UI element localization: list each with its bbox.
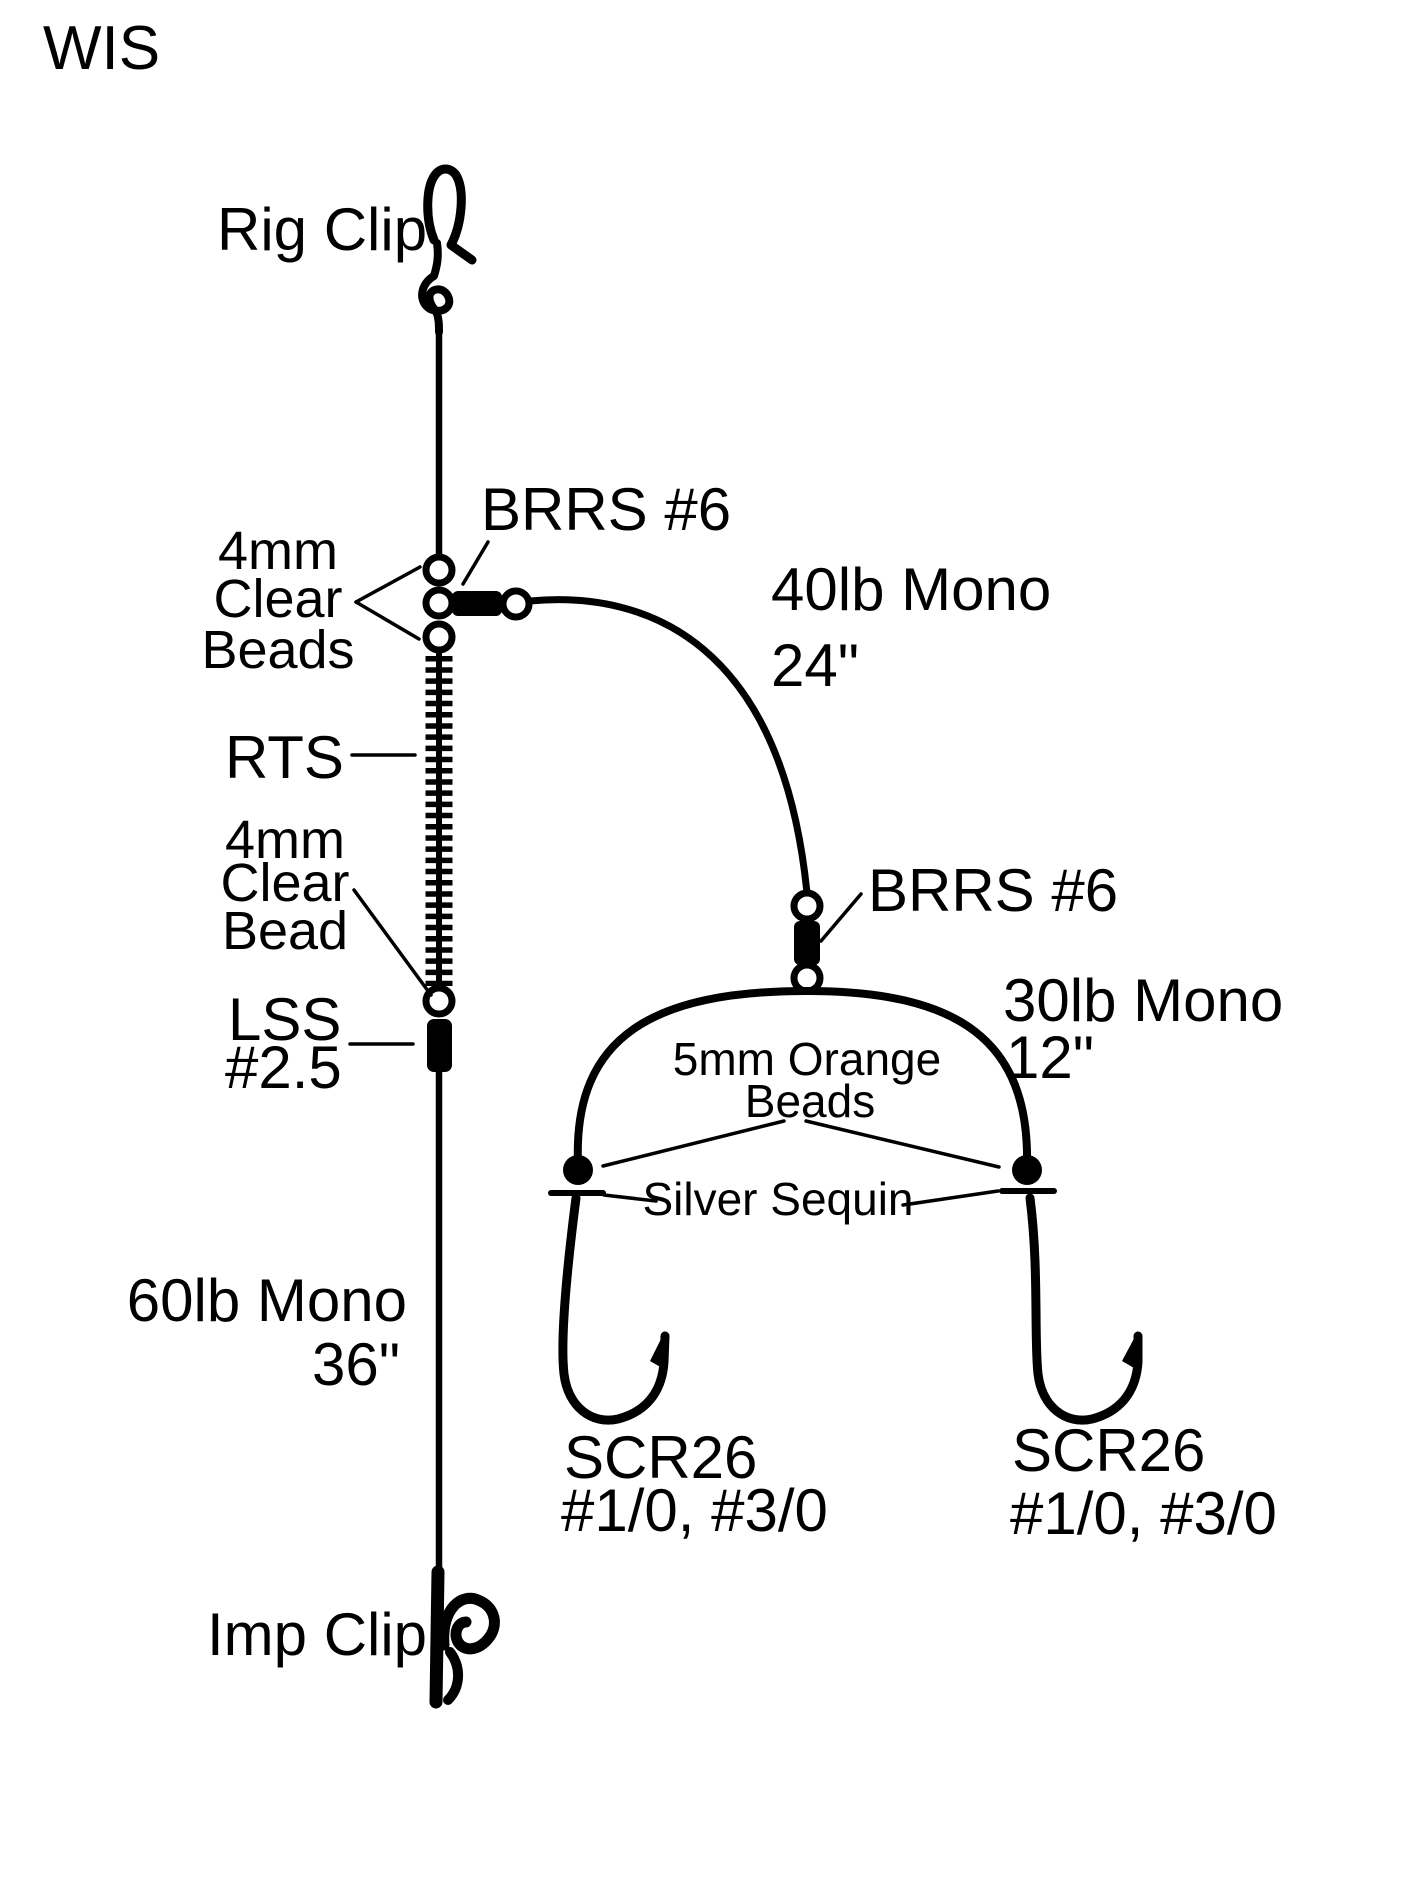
pointer-sequin-left xyxy=(602,1193,658,1203)
brrs-branch-ring-top xyxy=(790,889,824,923)
title-wis: WIS xyxy=(43,14,161,83)
imp-clip-icon xyxy=(429,1565,500,1709)
hook-left-icon xyxy=(558,1193,670,1425)
hook-right-icon xyxy=(1025,1193,1143,1425)
pointer-orange-bead-left xyxy=(601,1119,786,1168)
pointer-clear-beads-upper xyxy=(354,565,422,604)
label-clear-beads-top-l1: 4mm xyxy=(218,521,338,581)
label-orange-beads-l2: Beads xyxy=(744,1075,876,1127)
orange-bead-left xyxy=(563,1155,593,1185)
label-mono60-l2: 36" xyxy=(311,1331,400,1398)
label-clear-beads-top-l2: Clear xyxy=(213,569,343,629)
label-clear-bead-mid-l3: Bead xyxy=(221,901,349,961)
label-lss-l2: #2.5 xyxy=(225,1034,342,1101)
pointer-sequin-right xyxy=(901,1189,1000,1207)
label-mono40-l1: 40lb Mono xyxy=(771,556,1052,623)
label-lss-l1: LSS xyxy=(228,986,342,1053)
label-orange-beads-l1: 5mm Orange xyxy=(672,1033,942,1085)
pointer-clear-beads-lower xyxy=(354,600,421,641)
label-scr26-left-l2: #1/0, #3/0 xyxy=(561,1477,828,1544)
mono40-line xyxy=(526,596,811,897)
pointer-brrs-main xyxy=(461,540,490,586)
brrs-swivel-branch xyxy=(794,921,820,965)
pointer-orange-bead-right xyxy=(804,1119,1001,1169)
pointer-lines xyxy=(348,540,1001,1207)
label-clear-beads-top-l3: Beads xyxy=(201,620,355,680)
label-imp-clip: Imp Clip xyxy=(207,1601,428,1668)
label-mono40-l2: 24" xyxy=(771,632,860,699)
rig-clip-icon xyxy=(418,164,477,336)
label-mono60-l1: 60lb Mono xyxy=(126,1267,407,1334)
pointer-clear-bead-mid xyxy=(352,888,433,997)
label-scr26-right-l1: SCR26 xyxy=(1012,1417,1206,1484)
label-brrs-branch: BRRS #6 xyxy=(868,857,1119,924)
label-scr26-right-l2: #1/0, #3/0 xyxy=(1010,1480,1277,1547)
label-brrs-main: BRRS #6 xyxy=(481,476,732,543)
label-rts: RTS xyxy=(225,724,344,791)
brrs-swivel-main-ring xyxy=(499,587,533,621)
orange-bead-right xyxy=(1012,1155,1042,1185)
clear-bead-2 xyxy=(422,586,456,620)
label-scr26-left-l1: SCR26 xyxy=(564,1424,758,1491)
pointer-brrs-branch xyxy=(819,892,863,943)
lss-swivel xyxy=(427,1019,452,1072)
label-rig-clip: Rig Clip xyxy=(217,196,428,263)
brrs-swivel-main xyxy=(452,591,502,616)
label-mono30-l1: 30lb Mono xyxy=(1003,967,1284,1034)
clear-bead-3 xyxy=(422,620,456,654)
label-clear-bead-mid-l1: 4mm xyxy=(225,810,345,870)
clear-bead-1 xyxy=(422,553,456,587)
label-clear-bead-mid-l2: Clear xyxy=(220,853,350,913)
wishbone-line xyxy=(573,987,1032,1170)
label-mono30-l2: 12" xyxy=(1006,1024,1095,1091)
label-silver-sequin: Silver Sequin xyxy=(642,1173,914,1225)
